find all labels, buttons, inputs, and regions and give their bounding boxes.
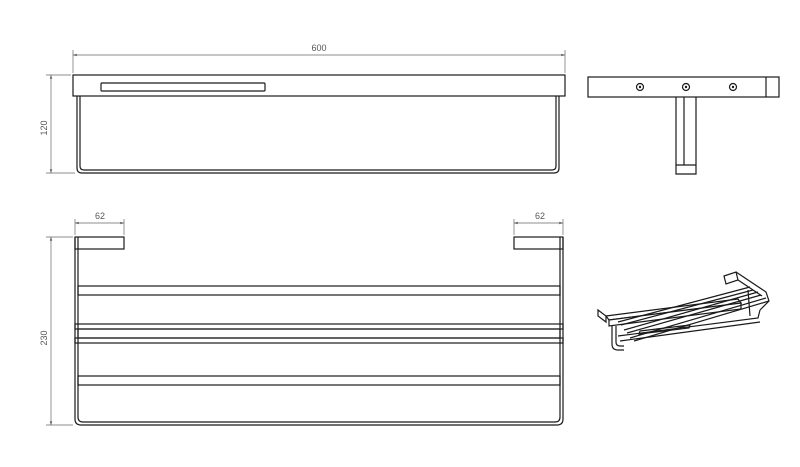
- dim-label-depth: 230: [39, 330, 49, 345]
- top-frame-outer: [74, 237, 564, 426]
- screw-icon: [681, 82, 691, 92]
- shelf-bar: [77, 285, 561, 296]
- screw-icon: [635, 82, 645, 92]
- shelf-bar: [77, 375, 561, 386]
- iso-handle-slot: [638, 324, 691, 335]
- front-handle-slot: [100, 82, 266, 92]
- top-frame-inner: [77, 237, 561, 423]
- left-mount-bracket: [74, 236, 125, 250]
- iso-post-left-inner: [615, 326, 624, 347]
- iso-lower-frame: [617, 309, 761, 337]
- dim-label-left-offset: 62: [95, 211, 105, 221]
- iso-right-bracket: [723, 271, 739, 285]
- iso-rail: [620, 289, 754, 326]
- screw-icon: [728, 82, 738, 92]
- iso-rail: [629, 297, 767, 339]
- isometric-view: [597, 271, 770, 351]
- shelf-bar: [74, 323, 564, 330]
- front-frame-outer: [76, 96, 560, 174]
- iso-post-left: [611, 326, 624, 351]
- iso-right-frame: [735, 271, 770, 311]
- iso-rail: [623, 291, 759, 331]
- front-view: 600 120: [39, 43, 566, 174]
- front-top-bar: [72, 74, 566, 97]
- top-view: 62 62 230: [39, 211, 564, 426]
- side-view: [587, 76, 780, 175]
- dim-label-right-offset: 62: [535, 211, 545, 221]
- iso-rail: [626, 294, 762, 334]
- iso-end-cap: [597, 308, 607, 324]
- iso-rail: [617, 286, 751, 323]
- dim-label-width: 600: [311, 43, 326, 53]
- shelf-bar: [74, 337, 564, 344]
- right-mount-bracket: [513, 236, 564, 250]
- iso-rail: [633, 300, 770, 342]
- dim-label-height: 120: [39, 120, 49, 135]
- iso-right-post: [747, 289, 751, 317]
- side-bracket: [675, 97, 697, 175]
- front-frame-inner: [79, 96, 557, 171]
- side-top-bar: [587, 76, 780, 98]
- iso-right-frame-2: [737, 279, 763, 297]
- shelf-bar: [77, 328, 561, 339]
